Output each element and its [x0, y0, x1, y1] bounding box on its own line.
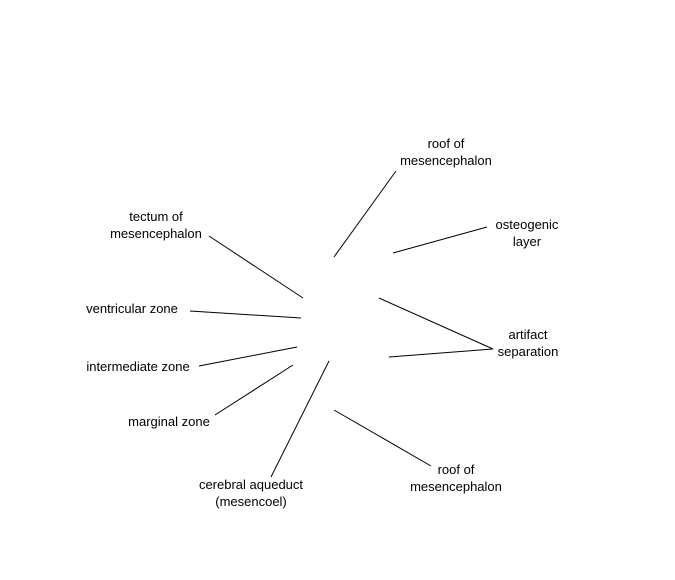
label-roof-of-mesencephalon-top: roof of mesencephalon [400, 136, 492, 168]
label-marginal-zone: marginal zone [128, 414, 210, 429]
label-intermediate-zone: intermediate zone [86, 359, 190, 374]
leader-line-roof-bottom [333, 409, 432, 467]
leader-line-roof-top [333, 170, 397, 258]
leader-line-aqueduct [270, 360, 330, 478]
label-artifact-separation: artifact separation [497, 327, 559, 359]
leader-line-osteogenic [392, 226, 488, 254]
leader-line-artifact-upper [378, 297, 494, 350]
leader-line-marginal [214, 364, 294, 416]
label-osteogenic-layer: osteogenic layer [495, 217, 559, 249]
label-roof-of-mesencephalon-bottom: roof of mesencephalon [410, 462, 502, 494]
leader-line-ventricular [189, 310, 302, 319]
label-cerebral-aqueduct: cerebral aqueduct (mesencoel) [198, 477, 304, 509]
leader-line-intermediate [198, 346, 298, 367]
leader-line-artifact-lower [388, 348, 494, 358]
label-ventricular-zone: ventricular zone [86, 301, 178, 316]
label-tectum-of-mesencephalon: tectum of mesencephalon [110, 209, 202, 241]
leader-line-tectum [208, 235, 304, 299]
